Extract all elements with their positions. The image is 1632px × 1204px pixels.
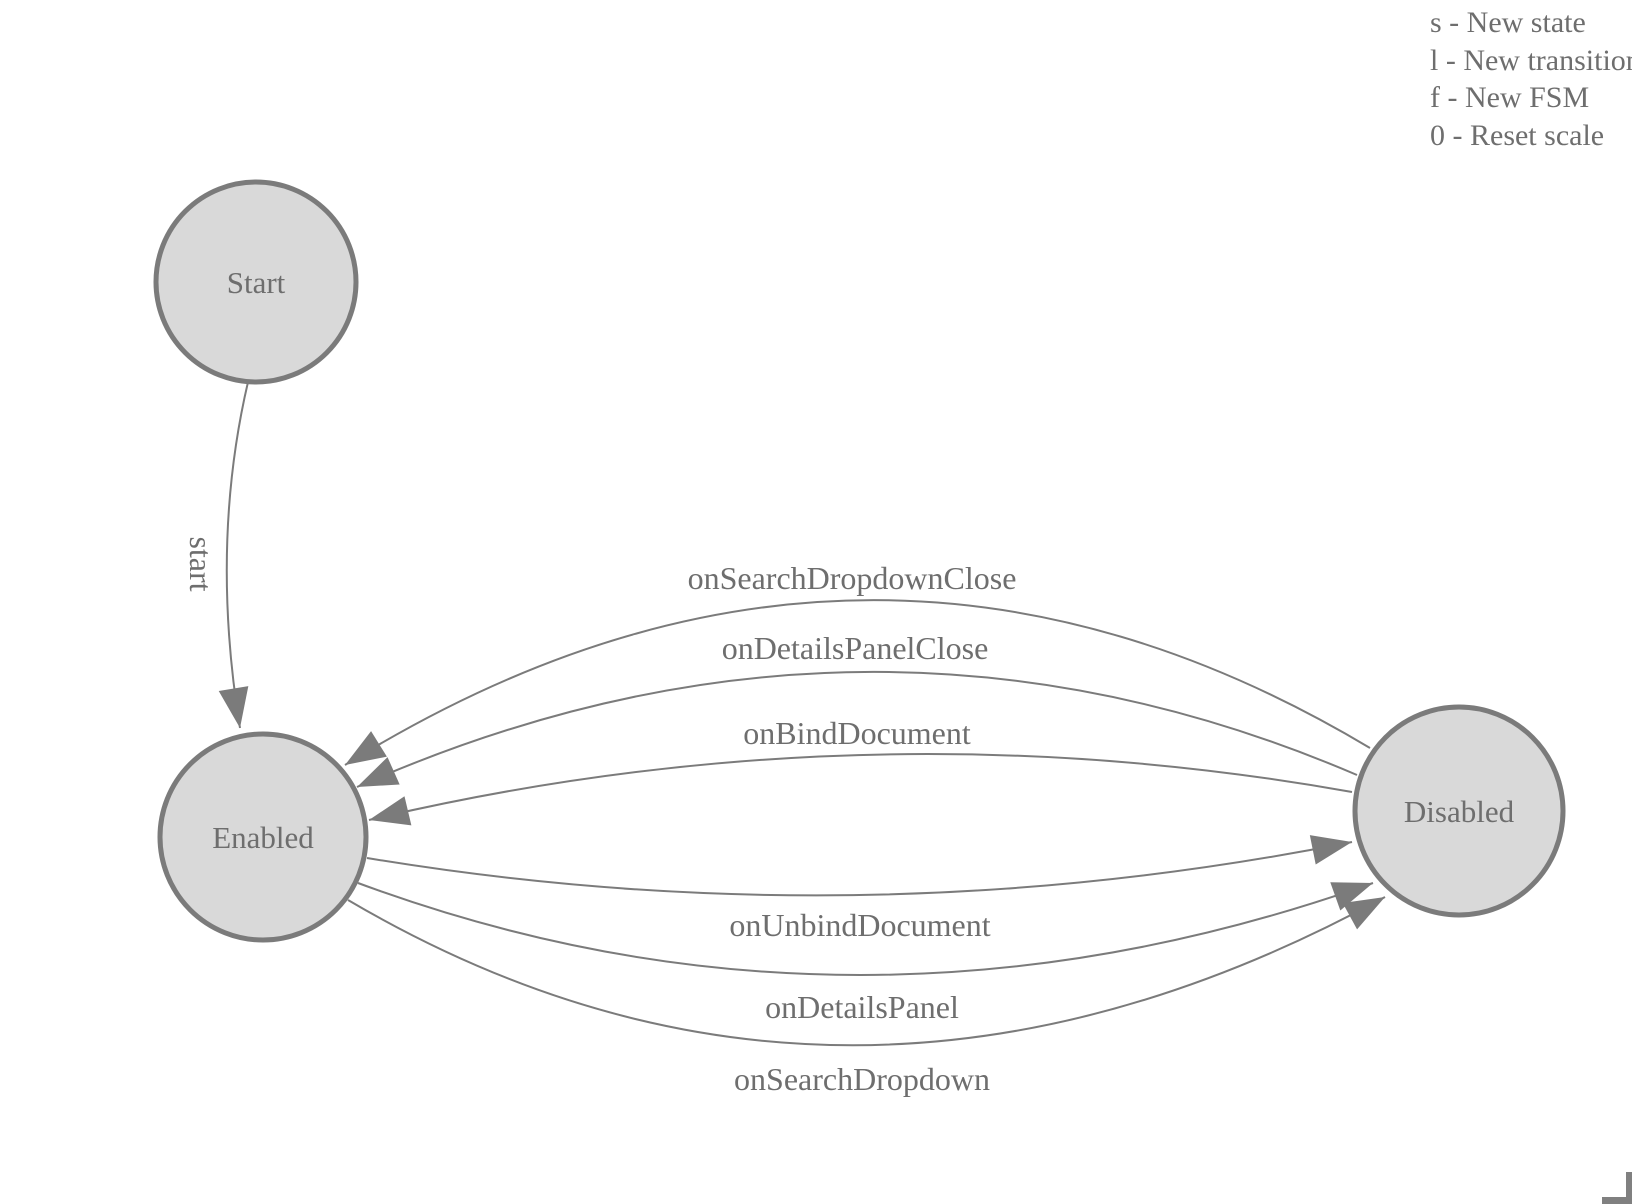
transition-path-start[interactable] <box>218 381 249 729</box>
state-label-enabled: Enabled <box>212 820 314 855</box>
transition-path-onDetailsPanelClose[interactable] <box>356 670 1358 788</box>
transition-path-onSearchDropdown[interactable] <box>347 896 1386 1047</box>
transition-path-onSearchDropdownClose[interactable] <box>344 599 1371 766</box>
transition-start: start <box>183 381 249 729</box>
legend-item-reset-scale: 0 - Reset scale <box>1430 118 1605 152</box>
state-label-disabled: Disabled <box>1404 794 1515 829</box>
transition-label-onDetailsPanelClose: onDetailsPanelClose <box>722 630 989 666</box>
transition-label-onSearchDropdown: onSearchDropdown <box>734 1061 990 1097</box>
transition-label-onBindDocument: onBindDocument <box>743 715 971 751</box>
transition-onUnbindDocument: onUnbindDocument <box>366 835 1353 943</box>
state-circle-start[interactable] <box>153 179 359 385</box>
state-circle-disabled[interactable] <box>1352 704 1566 918</box>
state-label-start: Start <box>227 265 286 300</box>
shortcut-legend: s - New state l - New transition f - New… <box>1430 4 1632 154</box>
state-node-enabled[interactable]: Enabled <box>157 731 369 943</box>
transition-label-onSearchDropdownClose: onSearchDropdownClose <box>688 560 1017 596</box>
state-node-disabled[interactable]: Disabled <box>1352 704 1566 918</box>
transition-path-onUnbindDocument[interactable] <box>366 835 1353 897</box>
transition-onDetailsPanel: onDetailsPanel <box>357 882 1374 1025</box>
legend-item-new-state: s - New state <box>1430 6 1586 39</box>
transition-path-onBindDocument[interactable] <box>368 753 1353 826</box>
transition-onDetailsPanelClose: onDetailsPanelClose <box>356 630 1358 788</box>
paper-corner-vertical-bar <box>1626 1172 1632 1204</box>
transition-path-onDetailsPanel[interactable] <box>357 882 1374 976</box>
paper-corner-horizontal-bar <box>1602 1197 1632 1204</box>
transition-onBindDocument: onBindDocument <box>368 715 1353 826</box>
transition-label-onUnbindDocument: onUnbindDocument <box>729 907 990 943</box>
state-circle-enabled[interactable] <box>157 731 369 943</box>
transition-onSearchDropdown: onSearchDropdown <box>347 896 1386 1097</box>
transition-label-onDetailsPanel: onDetailsPanel <box>765 989 959 1025</box>
transition-onSearchDropdownClose: onSearchDropdownClose <box>344 560 1371 766</box>
transition-label-start: start <box>183 536 219 591</box>
legend-item-new-transition: l - New transition <box>1430 43 1632 77</box>
legend-item-new-fsm: f - New FSM <box>1430 81 1590 114</box>
state-node-start[interactable]: Start <box>153 179 359 385</box>
paper-resize-corner[interactable] <box>1602 1172 1632 1204</box>
